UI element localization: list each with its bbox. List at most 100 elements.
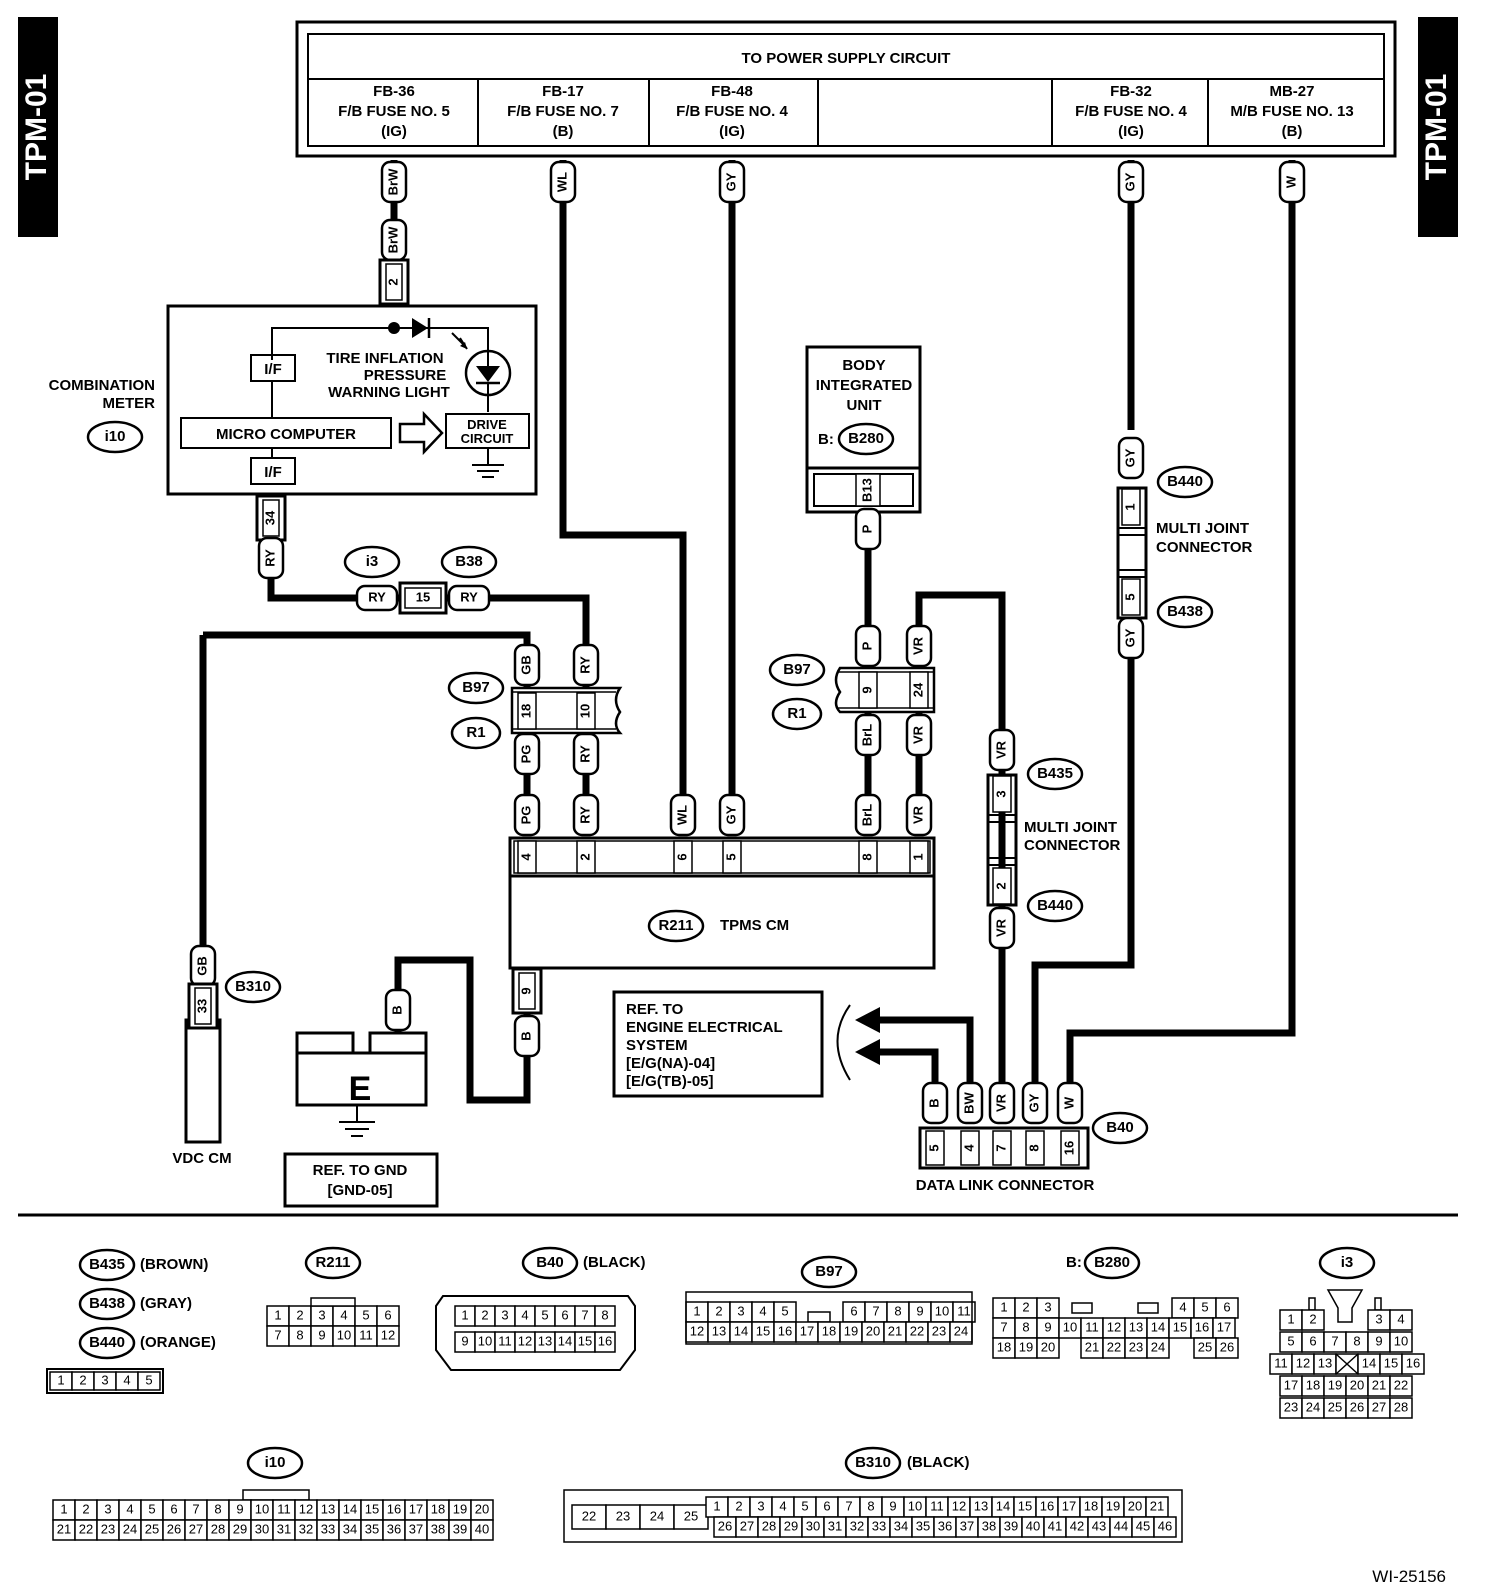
conn-b440-upper: B440 — [1156, 465, 1214, 499]
pin-cm-34: 34 — [255, 494, 287, 542]
legend-i10-r1-cell-2: 2 — [82, 1501, 89, 1516]
legend-b310-r1-cell-11: 11 — [930, 1498, 944, 1513]
legend-r211-r2-cell-7: 7 — [274, 1327, 281, 1342]
fuse-3-code: FB-48 — [711, 83, 753, 100]
legend-i10-r1-cell-13: 13 — [321, 1501, 335, 1516]
conn-b438-upper: B438 — [1156, 595, 1214, 629]
pin-b97-18-text: 18 — [518, 704, 533, 718]
combination-meter-label-2: METER — [103, 395, 156, 412]
wire-tag-dlc-16: W — [1056, 1081, 1084, 1125]
wire-tag-vr-2: VR — [905, 713, 933, 757]
tpms-label: TPMS CM — [720, 917, 789, 934]
fuse-6-name: M/B FUSE NO. 13 — [1230, 103, 1353, 120]
legend-i3-r3b-cell-16: 16 — [1406, 1355, 1420, 1370]
wire-tag-tpms-3: WL — [669, 793, 697, 837]
wire-tag-tpms-4: GY — [718, 793, 746, 837]
wire-tag-ry-b97-text: RY — [577, 656, 592, 674]
legend-b40-r2-cell-12: 12 — [518, 1333, 532, 1348]
legend-b97-r2-cell-23: 23 — [932, 1323, 946, 1338]
legend-i10-r2-cell-22: 22 — [79, 1521, 93, 1536]
legend-b280-r2-cell-8: 8 — [1022, 1319, 1029, 1334]
eng-ref-3: SYSTEM — [626, 1037, 688, 1054]
legend-i3-r3b-cell-14: 14 — [1362, 1355, 1376, 1370]
legend-b40-r2-cell-15: 15 — [578, 1333, 592, 1348]
legend-i3-r3a-cell-13: 13 — [1318, 1355, 1332, 1370]
legend-b310-big-25: 25 — [684, 1508, 698, 1523]
legend-i3-r2-cell-8: 8 — [1353, 1333, 1360, 1348]
legend-mj-row-cell-2: 2 — [79, 1372, 86, 1387]
power-supply-title: TO POWER SUPPLY CIRCUIT — [742, 50, 951, 67]
conn-b97-right-text: B97 — [783, 661, 811, 678]
conn-b435: B435 — [1026, 757, 1084, 791]
wire-tag-b-tpms: B — [513, 1014, 541, 1058]
legend-b97-r1b-cell-11: 11 — [957, 1303, 971, 1318]
sheet-code-left: TPM-01 — [20, 74, 53, 181]
wire-tag-vr-1: VR — [905, 624, 933, 668]
legend-b310-r2-cell-31: 31 — [828, 1518, 842, 1533]
pin-tpms-1-text: 4 — [518, 853, 533, 861]
legend-b40-r1-cell-6: 6 — [561, 1307, 568, 1322]
legend-i3-latch1 — [1308, 1297, 1316, 1311]
legend-i3-r5-cell-26: 26 — [1350, 1399, 1364, 1414]
legend-b280-r3a-cell-20: 20 — [1041, 1339, 1055, 1354]
legend-r211-text: R211 — [315, 1254, 350, 1271]
pin-dlc-8: 8 — [1025, 1130, 1045, 1166]
legend-i3-r2-cell-5: 5 — [1287, 1333, 1294, 1348]
legend-i10-r1-cell-11: 11 — [277, 1501, 291, 1516]
legend-b40-r1-cell-7: 7 — [581, 1307, 588, 1322]
conn-r211-text: R211 — [658, 917, 693, 934]
wire-tag-tpms-2-text: RY — [577, 806, 592, 824]
mj-upper-label-2: CONNECTOR — [1156, 539, 1253, 556]
wire-tag-vr-mj2: VR — [988, 906, 1016, 950]
legend-r211-r2-cell-10: 10 — [337, 1327, 351, 1342]
pin-b440-2-text: 2 — [993, 882, 1008, 889]
mj-lower-label-2: CONNECTOR — [1024, 837, 1121, 854]
legend-i3-r5-cell-23: 23 — [1284, 1399, 1298, 1414]
pin-cm-2: 2 — [378, 258, 410, 306]
ground-symbol: E — [349, 1070, 372, 1108]
legend-i10-r1-cell-16: 16 — [387, 1501, 401, 1516]
legend-b310-r1-cell-19: 19 — [1106, 1498, 1120, 1513]
drive-circuit-2: CIRCUIT — [461, 431, 514, 446]
pin-dlc-2-text: 4 — [961, 1144, 976, 1152]
warn-label-3: WARNING LIGHT — [328, 384, 450, 401]
conn-b40: B40 — [1091, 1111, 1149, 1145]
legend-b310-r2-cell-36: 36 — [938, 1518, 952, 1533]
legend-i3-r1b-cell-3: 3 — [1375, 1311, 1382, 1326]
legend-mj-row-cell-3: 3 — [101, 1372, 108, 1387]
legend-b40-r1-cell-3: 3 — [501, 1307, 508, 1322]
pin-dlc-16: 16 — [1060, 1130, 1080, 1166]
conn-b40-text: B40 — [1106, 1119, 1134, 1136]
wire-tag-brw-1: BrW — [380, 160, 408, 204]
fuse-2-type: (B) — [553, 123, 574, 140]
sheet-tab-left — [18, 17, 58, 237]
legend-b310-big-22: 22 — [582, 1508, 596, 1523]
wire-tag-tpms-1: PG — [513, 793, 541, 837]
legend-i3-r1b-cell-4: 4 — [1397, 1311, 1404, 1326]
combination-meter-label-1: COMBINATION — [49, 377, 155, 394]
pin-vdc-33: 33 — [187, 982, 219, 1030]
arrow-head-1 — [855, 1007, 880, 1033]
legend-i10-r1-cell-4: 4 — [126, 1501, 133, 1516]
legend-r211-r2-cell-9: 9 — [318, 1327, 325, 1342]
eng-ref-5: [E/G(TB)-05] — [626, 1073, 714, 1090]
conn-i10-text: i10 — [105, 428, 126, 445]
pin-b97-10: 10 — [576, 692, 596, 730]
pin-tpms-9: 9 — [511, 967, 543, 1015]
pin-dlc-4: 4 — [960, 1130, 980, 1166]
wire-tag-ry-h1-text: RY — [368, 589, 386, 604]
pin-cm-2-text: 2 — [385, 278, 400, 285]
legend-b310-r2-cell-26: 26 — [718, 1518, 732, 1533]
pin-b440-1: 1 — [1121, 488, 1141, 526]
legend-b97-r1a-cell-1: 1 — [693, 1303, 700, 1318]
wire-tag-tpms-6: VR — [905, 793, 933, 837]
conn-b440-lower-text: B440 — [1037, 897, 1073, 914]
